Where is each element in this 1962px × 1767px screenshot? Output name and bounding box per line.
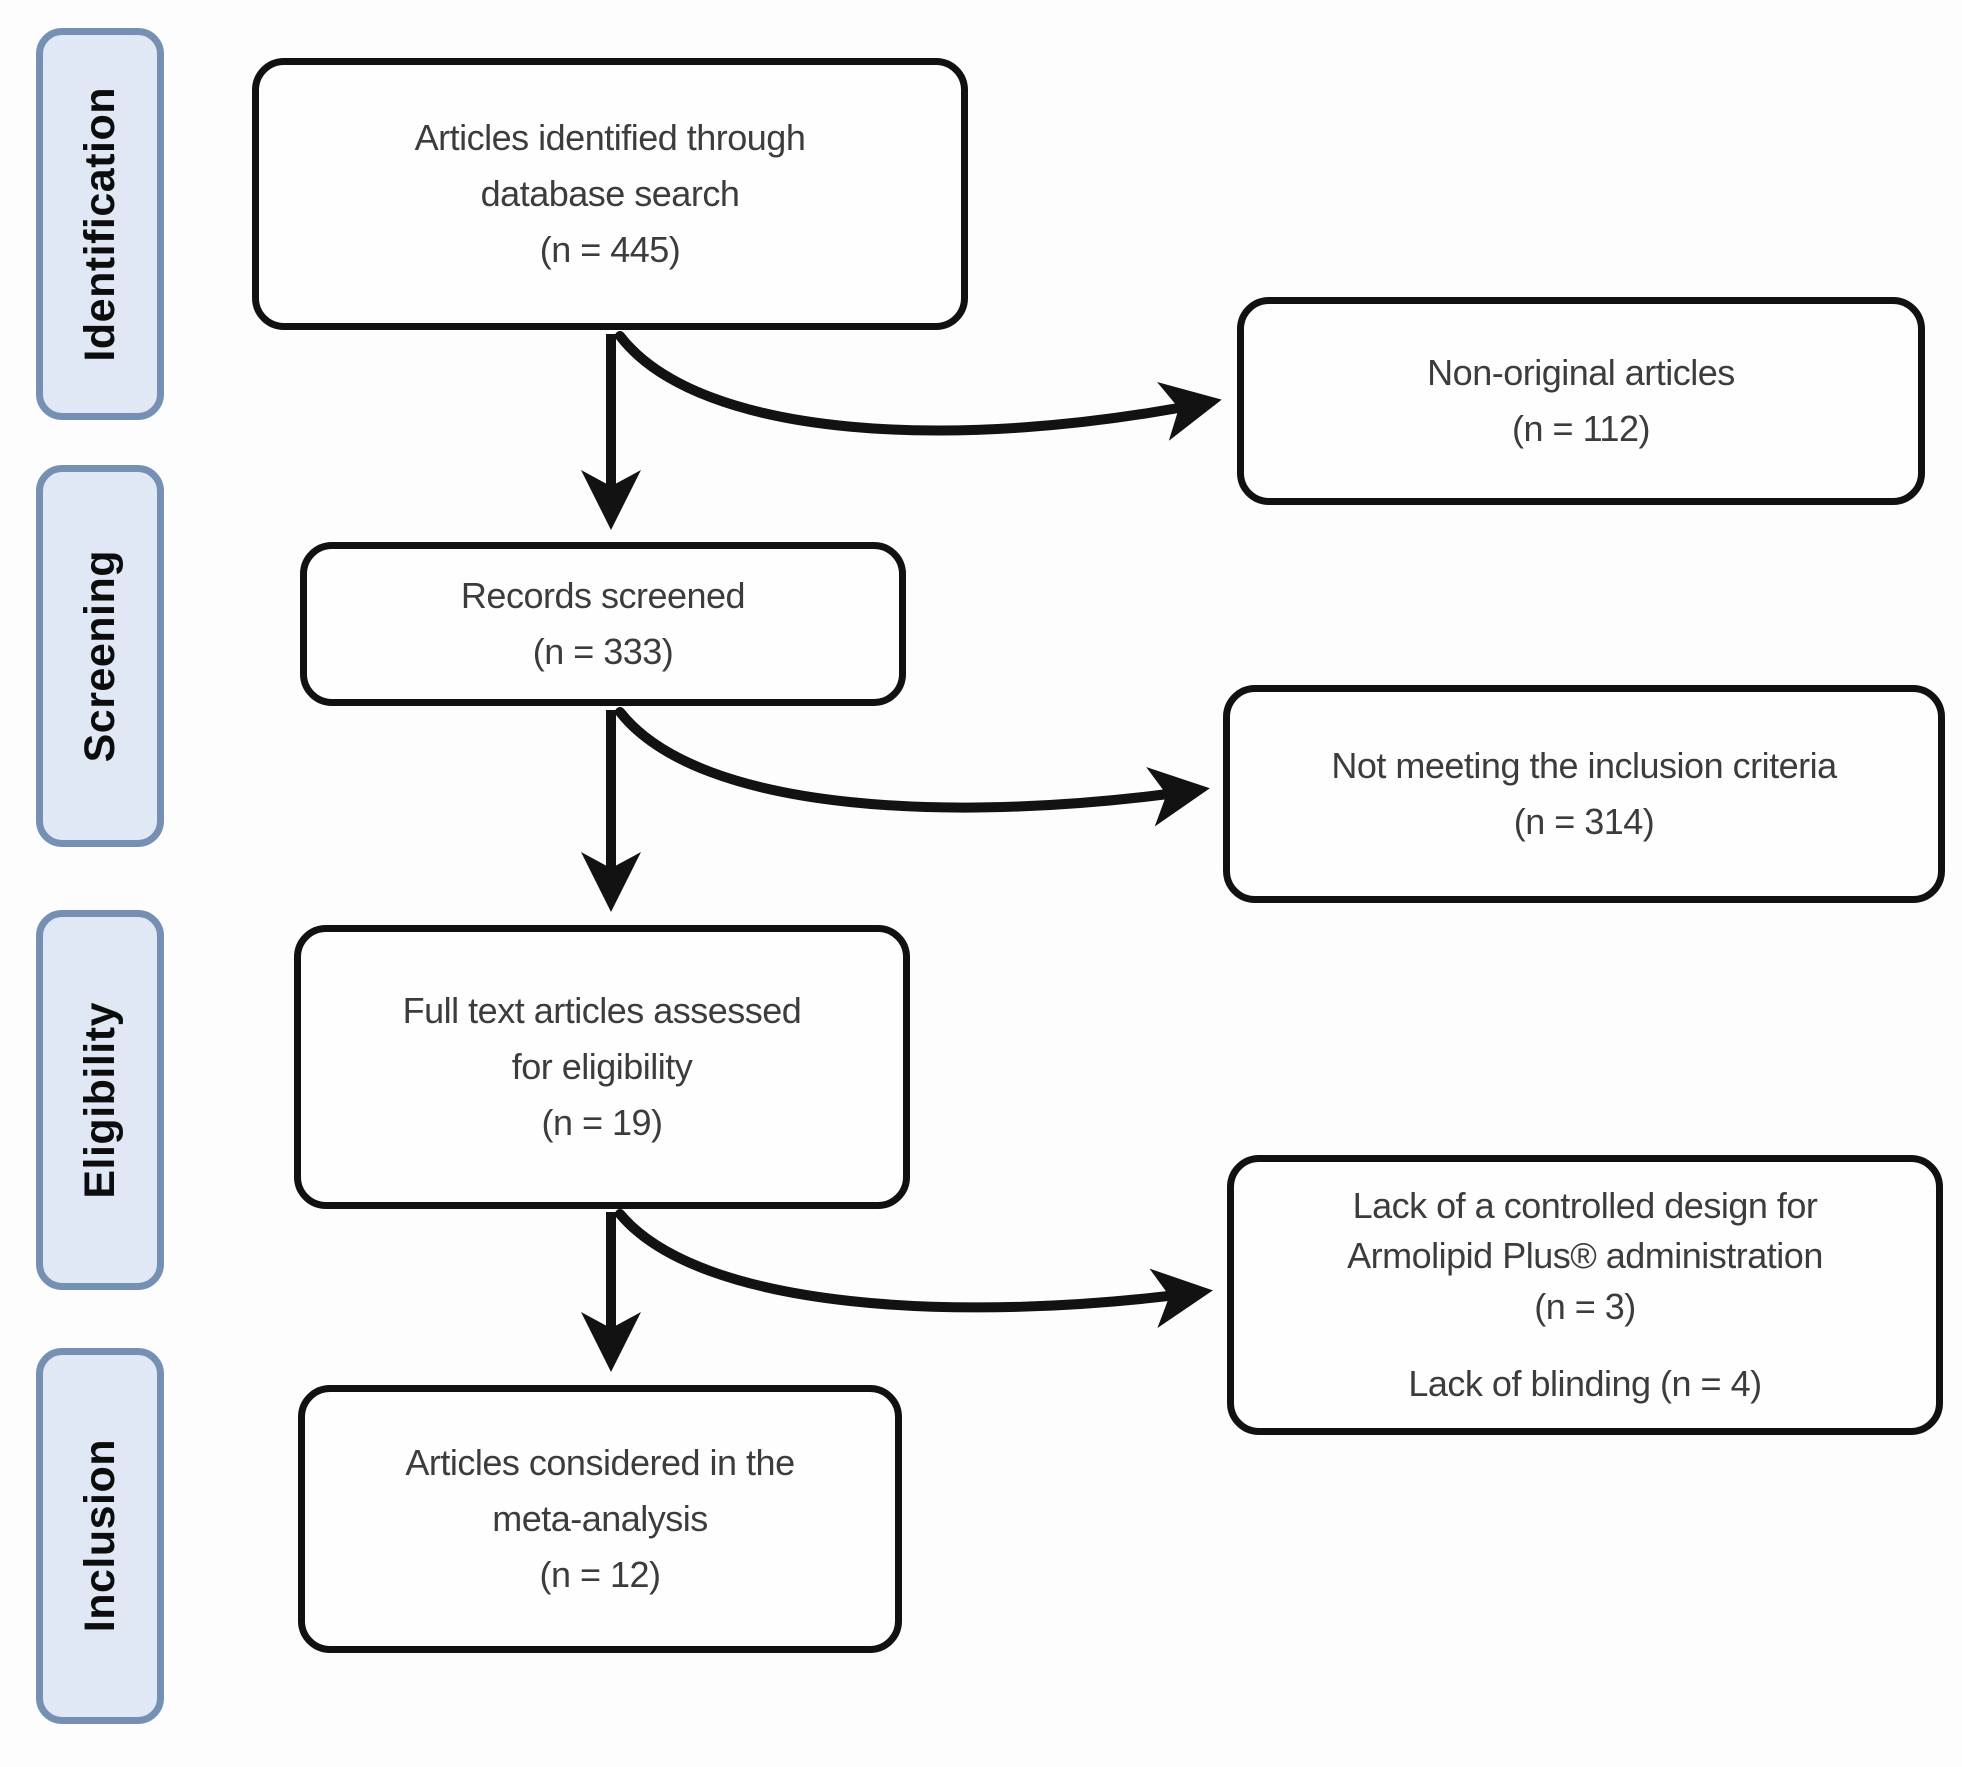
stage-screening-label: Screening	[75, 549, 124, 763]
box-count: (n = 445)	[539, 229, 681, 271]
stage-eligibility-label: Eligibility	[75, 1001, 124, 1199]
box-text-line: Lack of blinding (n = 4)	[1408, 1362, 1762, 1404]
box-excluded-reasons: Lack of a controlled design for Armolipi…	[1227, 1155, 1943, 1435]
arrow-identified-to-nonoriginal-icon	[615, 331, 1222, 441]
stage-identification: Identification	[36, 28, 164, 420]
arrow-screened-to-notmeeting-icon	[615, 707, 1210, 827]
box-text-line: Not meeting the inclusion criteria	[1331, 744, 1837, 786]
box-text-line: Articles identified through	[414, 116, 806, 158]
stage-inclusion: Inclusion	[36, 1348, 164, 1724]
box-count: (n = 333)	[532, 631, 674, 672]
box-not-meeting-criteria: Not meeting the inclusion criteria (n = …	[1223, 685, 1945, 903]
box-text-line: Articles considered in the	[405, 1441, 795, 1483]
box-text-line: Lack of a controlled design for	[1352, 1184, 1818, 1226]
box-text-line: Records screened	[460, 574, 746, 616]
box-articles-identified: Articles identified through database sea…	[252, 58, 968, 330]
box-records-screened: Records screened (n = 333)	[300, 542, 906, 706]
box-text-line: meta-analysis	[492, 1497, 708, 1539]
box-text-line: Full text articles assessed	[402, 989, 802, 1031]
stage-identification-label: Identification	[75, 86, 124, 362]
box-count: (n = 112)	[1512, 408, 1650, 449]
box-count: (n = 19)	[541, 1102, 663, 1144]
stage-eligibility: Eligibility	[36, 910, 164, 1290]
box-text-line: database search	[480, 172, 740, 214]
box-articles-included: Articles considered in the meta-analysis…	[298, 1385, 902, 1653]
box-count: (n = 3)	[1534, 1285, 1636, 1327]
box-count: (n = 314)	[1513, 801, 1655, 842]
box-text-line: Armolipid Plus® administration	[1347, 1235, 1823, 1277]
box-nonoriginal-articles: Non-original articles (n = 112)	[1237, 297, 1925, 505]
box-text-line: Non-original articles	[1427, 351, 1735, 393]
box-text-line: for eligibility	[511, 1045, 693, 1087]
stage-screening: Screening	[36, 465, 164, 847]
stage-inclusion-label: Inclusion	[75, 1439, 124, 1633]
box-count: (n = 12)	[539, 1554, 661, 1596]
arrow-fulltext-to-excluded-icon	[615, 1209, 1213, 1329]
box-fulltext-assessed: Full text articles assessed for eligibil…	[294, 925, 910, 1209]
